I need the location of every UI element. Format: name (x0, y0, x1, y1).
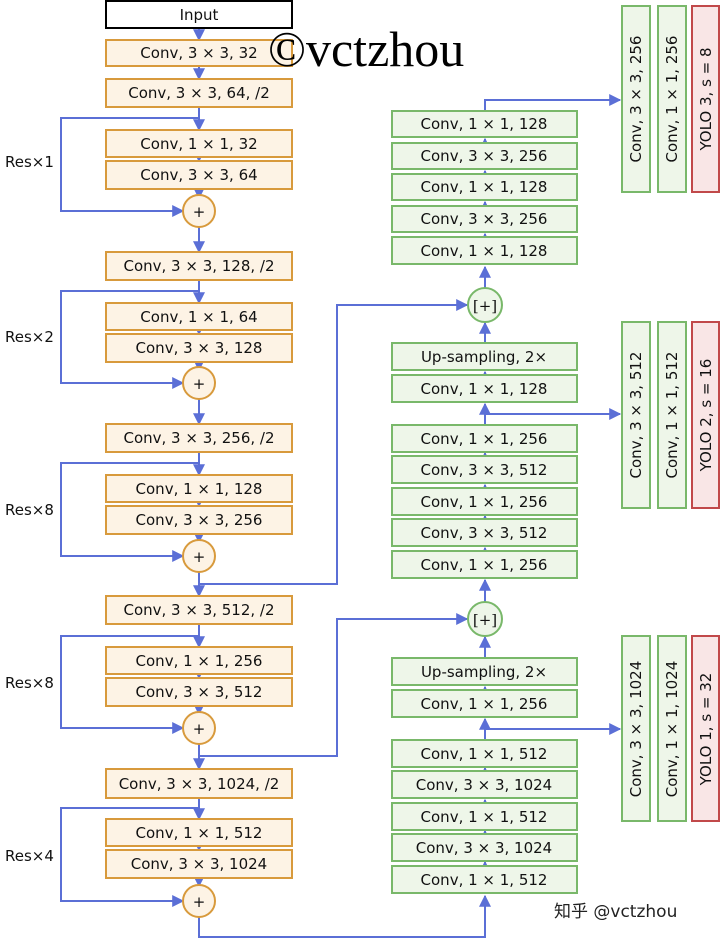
copyright-watermark: ©vctzhou (268, 21, 464, 77)
concat-symbol: [+] (473, 611, 497, 629)
conv-label: Conv, 3 × 3, 1024 (627, 661, 645, 797)
neck-mid-stack: Conv, 1 × 1, 256 Conv, 3 × 3, 512 Conv, … (391, 424, 578, 579)
res-label: Res×8 (5, 501, 54, 519)
connector-lines (60, 28, 622, 938)
residual-block: Conv, 1 × 1, 32 Conv, 3 × 3, 64 + (105, 129, 293, 228)
neck: Conv, 1 × 1, 128 Conv, 3 × 3, 256 Conv, … (391, 110, 578, 894)
conv-label: Conv, 3 × 3, 256 (421, 147, 548, 165)
conv-label: Conv, 3 × 3, 512 (421, 461, 548, 479)
res-label: Res×8 (5, 674, 54, 692)
residual-block: Conv, 1 × 1, 512 Conv, 3 × 3, 1024 + (105, 818, 293, 918)
conv-label: Conv, 3 × 3, 1024 (131, 855, 267, 873)
yolo-label: YOLO 3, s = 8 (697, 47, 715, 151)
conv-block: Conv, 3 × 3, 64, /2 (105, 78, 293, 108)
conv-label: Conv, 1 × 1, 128 (421, 380, 548, 398)
residual-block: Conv, 1 × 1, 128 Conv, 3 × 3, 256 + (105, 474, 293, 573)
add-node (182, 539, 216, 573)
neck-top-stack: Conv, 1 × 1, 128 Conv, 3 × 3, 256 Conv, … (391, 110, 578, 265)
conv-label: Conv, 3 × 3, 32 (140, 44, 257, 62)
heads: Conv, 3 × 3, 256 Conv, 1 × 1, 256 YOLO 3… (621, 5, 720, 822)
neck-low-upsample: Up-sampling, 2× Conv, 1 × 1, 256 (391, 657, 578, 718)
conv-label: Conv, 1 × 1, 1024 (663, 661, 681, 797)
add-symbol: + (193, 720, 206, 738)
conv-label: Conv, 1 × 1, 128 (136, 480, 263, 498)
concat-symbol: [+] (473, 297, 497, 315)
conv-label: Conv, 1 × 1, 128 (421, 115, 548, 133)
add-symbol: + (193, 203, 206, 221)
backbone: Input Conv, 3 × 3, 32 Conv, 3 × 3, 64, /… (5, 0, 293, 918)
neck-mid-upsample: Up-sampling, 2× Conv, 1 × 1, 128 (391, 342, 578, 403)
input-label: Input (180, 6, 219, 24)
conv-label: Conv, 3 × 3, 64, /2 (128, 84, 270, 102)
concat-node: [+] (467, 601, 503, 637)
conv-label: Conv, 3 × 3, 256 (627, 36, 645, 163)
conv-label: Conv, 3 × 3, 1024, /2 (119, 775, 280, 793)
add-symbol: + (193, 548, 206, 566)
add-symbol: + (193, 375, 206, 393)
conv-label: Conv, 1 × 1, 256 (136, 652, 263, 670)
add-node (182, 366, 216, 400)
neck-low-stack: Conv, 1 × 1, 512 Conv, 3 × 3, 1024 Conv,… (391, 739, 578, 894)
conv-label: Conv, 1 × 1, 512 (136, 824, 263, 842)
conv-label: Conv, 1 × 1, 256 (421, 695, 548, 713)
conv-block: Conv, 3 × 3, 32 (105, 39, 293, 67)
conv-label: Conv, 3 × 3, 128, /2 (123, 257, 274, 275)
conv-label: Conv, 3 × 3, 128 (136, 339, 263, 357)
conv-label: Conv, 1 × 1, 256 (421, 493, 548, 511)
conv-label: Conv, 3 × 3, 512 (136, 683, 263, 701)
conv-label: Conv, 1 × 1, 64 (140, 308, 257, 326)
conv-label: Conv, 3 × 3, 1024 (416, 776, 552, 794)
concat-node: [+] (467, 287, 503, 323)
conv-label: Conv, 3 × 3, 256 (136, 511, 263, 529)
conv-label: Conv, 3 × 3, 512 (627, 352, 645, 479)
add-node (182, 194, 216, 228)
conv-block: Conv, 3 × 3, 256, /2 (105, 423, 293, 453)
upsample-label: Up-sampling, 2× (421, 663, 547, 681)
conv-label: Conv, 1 × 1, 512 (663, 352, 681, 479)
conv-label: Conv, 3 × 3, 256 (421, 210, 548, 228)
conv-label: Conv, 1 × 1, 128 (421, 178, 548, 196)
conv-label: Conv, 1 × 1, 256 (421, 430, 548, 448)
add-node (182, 884, 216, 918)
res-label: Res×1 (5, 153, 54, 171)
head-3: Conv, 3 × 3, 256 Conv, 1 × 1, 256 YOLO 3… (621, 5, 720, 193)
conv-label: Conv, 1 × 1, 256 (663, 36, 681, 163)
residual-block: Conv, 1 × 1, 256 Conv, 3 × 3, 512 + (105, 646, 293, 745)
head-2: Conv, 3 × 3, 512 Conv, 1 × 1, 512 YOLO 2… (621, 321, 720, 509)
add-node (182, 711, 216, 745)
conv-label: Conv, 3 × 3, 64 (140, 166, 257, 184)
res-label: Res×4 (5, 847, 54, 865)
residual-block: Conv, 1 × 1, 64 Conv, 3 × 3, 128 + (105, 302, 293, 400)
conv-label: Conv, 1 × 1, 512 (421, 745, 548, 763)
conv-block: Conv, 3 × 3, 512, /2 (105, 595, 293, 625)
conv-label: Conv, 3 × 3, 256, /2 (123, 429, 274, 447)
yolo-label: YOLO 2, s = 16 (697, 359, 715, 473)
yolo-label: YOLO 1, s = 32 (697, 673, 715, 787)
conv-label: Conv, 3 × 3, 512, /2 (123, 601, 274, 619)
conv-label: Conv, 1 × 1, 512 (421, 808, 548, 826)
head-1: Conv, 3 × 3, 1024 Conv, 1 × 1, 1024 YOLO… (621, 635, 720, 822)
add-symbol: + (193, 893, 206, 911)
conv-label: Conv, 3 × 3, 512 (421, 524, 548, 542)
conv-label: Conv, 3 × 3, 1024 (416, 839, 552, 857)
upsample-label: Up-sampling, 2× (421, 348, 547, 366)
conv-label: Conv, 1 × 1, 128 (421, 242, 548, 260)
conv-block: Conv, 3 × 3, 1024, /2 (105, 768, 293, 799)
conv-label: Conv, 1 × 1, 512 (421, 871, 548, 889)
input-node: Input (105, 0, 293, 29)
conv-block: Conv, 3 × 3, 128, /2 (105, 251, 293, 281)
conv-label: Conv, 1 × 1, 256 (421, 556, 548, 574)
conv-label: Conv, 1 × 1, 32 (140, 135, 257, 153)
zhihu-watermark: 知乎 @vctzhou (554, 902, 677, 922)
res-label: Res×2 (5, 328, 54, 346)
